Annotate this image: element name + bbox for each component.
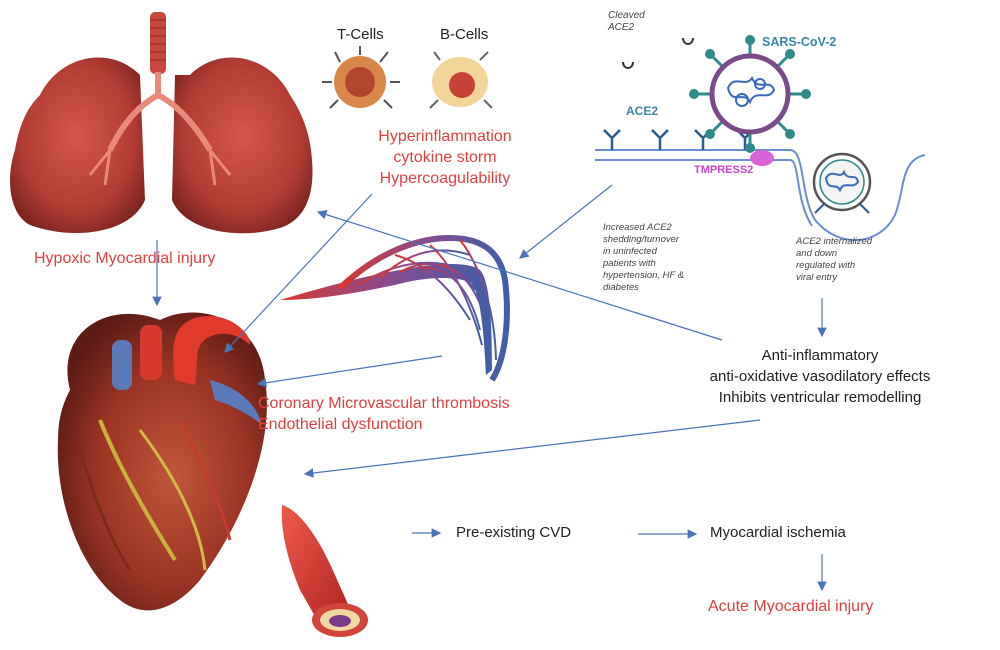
cleaved-ace2-line: ACE2 (608, 22, 635, 33)
cleaved-ace2-label: Cleaved ACE2 (608, 10, 668, 34)
internalized-line: regulated with (796, 260, 856, 271)
cytokine-storm-label: cytokine storm (393, 149, 497, 166)
shedding-line: Increased ACE2 (603, 222, 672, 233)
anti-inflammatory-label: Anti-inflammatory (761, 347, 879, 364)
inflammation-text: Hyperinflammation cytokine storm Hyperco… (350, 126, 540, 189)
tmpress2-label: TMPRESS2 (694, 164, 754, 176)
shedding-line: patients with (603, 258, 656, 269)
ace2-shedding-note: Increased ACE2 shedding/turnover in unin… (603, 222, 713, 294)
acute-myocardial-injury-label: Acute Myocardial injury (708, 598, 874, 615)
coronary-effects-text: Coronary Microvascular thrombosis Endoth… (258, 393, 510, 435)
coronary-thrombosis-label: Coronary Microvascular thrombosis (258, 395, 510, 412)
shedding-line: in uninfected (603, 246, 657, 257)
artery-cross-section (281, 505, 368, 637)
ace2-receptors (603, 129, 754, 150)
cell-membrane (595, 149, 926, 242)
lungs-illustration (10, 12, 313, 234)
hyperinflammation-label: Hyperinflammation (378, 128, 512, 145)
microvascular-vessels (280, 234, 510, 382)
pre-existing-cvd-label: Pre-existing CVD (456, 524, 572, 541)
hypercoagulability-label: Hypercoagulability (379, 170, 511, 187)
internalized-line: and down (796, 248, 838, 259)
shedding-line: diabetes (603, 282, 639, 293)
shedding-line: shedding/turnover (603, 234, 680, 245)
heart-illustration (57, 312, 267, 611)
connector-arrows (152, 184, 827, 592)
ventricular-remodelling-label: Inhibits ventricular remodelling (718, 389, 922, 406)
t-cells-label: T-Cells (337, 26, 384, 43)
ace2-effects-text: Anti-inflammatory anti-oxidative vasodil… (660, 345, 980, 408)
internalized-virus (812, 152, 872, 214)
hypoxic-injury-label: Hypoxic Myocardial injury (34, 250, 216, 267)
ace2-internalized-note: ACE2 internalized and down regulated wit… (796, 236, 896, 284)
b-cells-label: B-Cells (440, 26, 489, 43)
internalized-line: viral entry (796, 272, 838, 283)
cleaved-line: Cleaved (608, 10, 645, 21)
shedding-line: hypertension, HF & (603, 270, 685, 281)
t-cell-illustration (322, 46, 400, 109)
sars-cov-2-virus (689, 35, 811, 153)
ace2-label: ACE2 (626, 104, 659, 118)
internalized-line: ACE2 internalized (796, 236, 873, 247)
anti-oxidative-label: anti-oxidative vasodilatory effects (709, 368, 931, 385)
sars-cov-2-label: SARS-CoV-2 (762, 35, 837, 49)
myocardial-ischemia-label: Myocardial ischemia (710, 524, 846, 541)
endothelial-dysfunction-label: Endothelial dysfunction (258, 416, 423, 433)
b-cell-illustration (429, 51, 493, 109)
